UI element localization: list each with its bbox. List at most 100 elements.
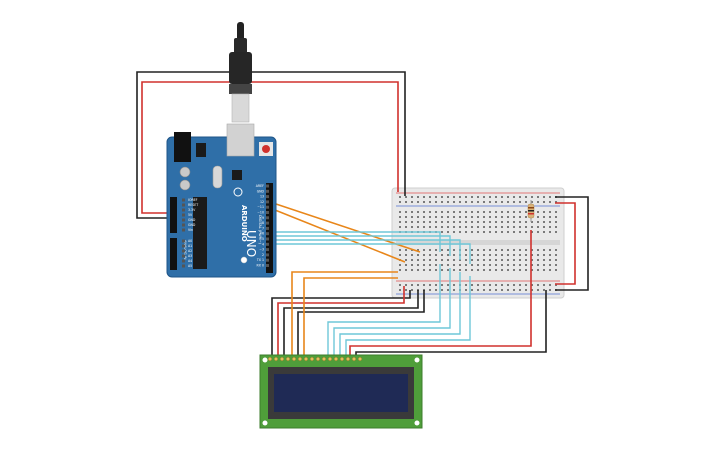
arduino-pin[interactable]	[266, 264, 269, 267]
arduino-pin[interactable]	[182, 208, 185, 212]
lcd-pin[interactable]	[292, 357, 297, 362]
wire-black-arduino-gnd[interactable]	[136, 71, 406, 219]
lcd-pin[interactable]	[304, 357, 309, 362]
wire-cyan-d2[interactable]	[272, 243, 471, 264]
wire-black-lcd-backlight-k[interactable]	[355, 290, 547, 356]
wire-cyan-d5[interactable]	[272, 231, 441, 252]
arduino-pin[interactable]	[182, 213, 185, 217]
breadboard-hole	[423, 249, 425, 251]
lcd-pin[interactable]	[322, 357, 327, 362]
lcd-pin[interactable]	[316, 357, 321, 362]
breadboard-hole	[423, 254, 425, 256]
lcd-pin[interactable]	[268, 357, 273, 362]
breadboard-hole	[537, 221, 539, 223]
arduino-uno[interactable]: ARDUINO UNO DIGITAL (PWM~) ANALOG IN IOR…	[166, 123, 277, 278]
arduino-pin[interactable]	[266, 226, 269, 230]
lcd-16x2[interactable]	[259, 354, 423, 429]
wire-red-arduino-5v[interactable]	[141, 81, 399, 214]
arduino-pin[interactable]	[266, 195, 269, 199]
arduino-pin[interactable]	[266, 200, 269, 204]
arduino-pin[interactable]	[182, 218, 185, 222]
arduino-pin[interactable]	[266, 184, 269, 188]
breadboard-hole	[483, 211, 485, 213]
breadboard-hole	[483, 264, 485, 266]
wire-cyan-d3[interactable]	[272, 239, 461, 260]
wire-cyan-lcd-d7[interactable]	[345, 276, 471, 356]
lcd-pin[interactable]	[334, 357, 339, 362]
wire-orange-lcd-e[interactable]	[303, 277, 398, 356]
arduino-pin[interactable]	[182, 259, 185, 263]
lcd-pin[interactable]	[310, 357, 315, 362]
arduino-pin[interactable]	[266, 237, 269, 241]
breadboard-hole	[549, 289, 551, 291]
wire-red-lcd-backlight-a[interactable]	[349, 230, 532, 356]
lcd-pin[interactable]	[274, 357, 279, 362]
breadboard-hole	[405, 211, 407, 213]
wire-black-lcd-vss[interactable]	[271, 290, 411, 356]
arduino-pin[interactable]	[182, 239, 185, 243]
arduino-pin[interactable]	[182, 223, 185, 227]
breadboard-hole	[429, 249, 431, 251]
wire-red-lcd-vdd[interactable]	[277, 286, 405, 356]
breadboard-hole	[543, 231, 545, 233]
arduino-pin[interactable]	[266, 189, 269, 193]
arduino-pin[interactable]	[182, 254, 185, 258]
breadboard-hole	[483, 259, 485, 261]
lcd-pin[interactable]	[352, 357, 357, 362]
arduino-pin[interactable]	[266, 258, 269, 262]
lcd-pin[interactable]	[340, 357, 345, 362]
breadboard-hole	[423, 211, 425, 213]
lcd-pin[interactable]	[346, 357, 351, 362]
wire-orange-lcd-rs[interactable]	[291, 271, 398, 356]
lcd-pin[interactable]	[358, 357, 363, 362]
arduino-pin-label: A3	[188, 254, 192, 258]
arduino-pin-label: A0	[188, 239, 192, 243]
arduino-pin[interactable]	[266, 242, 269, 246]
breadboard-hole	[513, 211, 515, 213]
arduino-pin[interactable]	[266, 253, 269, 257]
arduino-pin[interactable]	[266, 232, 269, 236]
wire-cyan-lcd-d4[interactable]	[327, 264, 441, 356]
wire-black-lcd-v0[interactable]	[283, 290, 419, 356]
wire-cyan-lcd-d6[interactable]	[339, 272, 461, 356]
arduino-pin[interactable]	[182, 249, 185, 253]
arduino-pin[interactable]	[182, 198, 185, 202]
arduino-pin[interactable]	[266, 248, 269, 252]
arduino-pin[interactable]	[182, 244, 185, 248]
wire-black-lcd-rw[interactable]	[297, 290, 425, 356]
breadboard-hole	[525, 254, 527, 256]
arduino-pin[interactable]	[182, 264, 185, 268]
breadboard-hole	[411, 201, 413, 203]
arduino-pin[interactable]	[266, 211, 269, 214]
wire-orange-d11[interactable]	[269, 207, 406, 263]
arduino-pin[interactable]	[182, 228, 185, 232]
resistor[interactable]	[527, 200, 535, 222]
arduino-pin[interactable]	[266, 221, 269, 225]
breadboard[interactable]	[391, 187, 565, 299]
wire-black-rail-right[interactable]	[555, 196, 589, 291]
lcd-pin[interactable]	[280, 357, 285, 362]
arduino-pin[interactable]	[182, 203, 185, 207]
breadboard-hole	[417, 284, 419, 286]
wire-cyan-lcd-d5[interactable]	[333, 268, 451, 356]
breadboard-hole	[513, 226, 515, 228]
wire-cyan-d4[interactable]	[272, 235, 451, 256]
breadboard-hole	[483, 196, 485, 198]
lcd-pin[interactable]	[328, 357, 333, 362]
arduino-reset-button[interactable]	[262, 145, 270, 153]
breadboard-hole	[537, 226, 539, 228]
breadboard-hole	[405, 226, 407, 228]
breadboard-hole	[543, 289, 545, 291]
breadboard-hole	[465, 264, 467, 266]
breadboard-hole	[417, 249, 419, 251]
lcd-pin[interactable]	[298, 357, 303, 362]
arduino-pin[interactable]	[266, 216, 269, 220]
arduino-pin[interactable]	[266, 205, 269, 209]
breadboard-hole	[453, 221, 455, 223]
usb-cable[interactable]	[229, 22, 252, 123]
wire-red-rail-right[interactable]	[555, 202, 576, 285]
lcd-pin[interactable]	[286, 357, 291, 362]
breadboard-hole	[495, 249, 497, 251]
breadboard-hole	[399, 216, 401, 218]
